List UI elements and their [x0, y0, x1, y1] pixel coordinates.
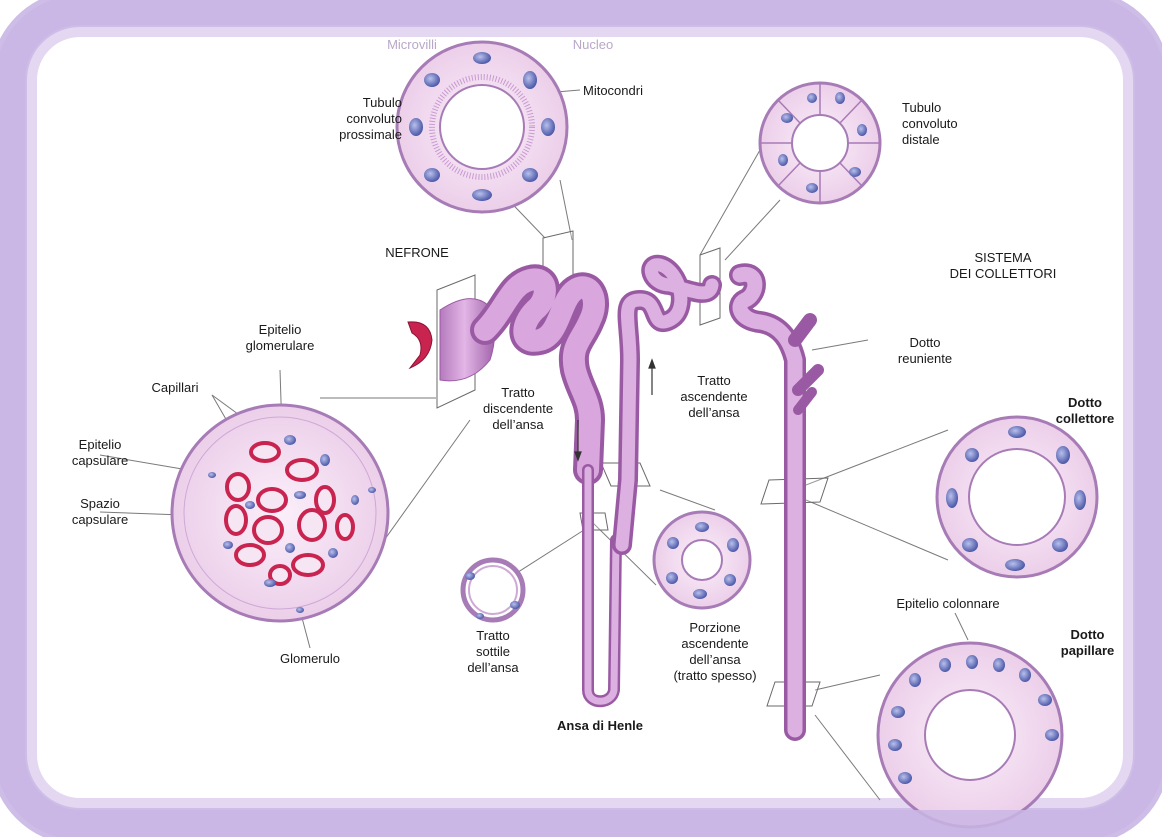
- label-ansa-henle: Ansa di Henle: [540, 718, 660, 734]
- distal-tubule-section: [760, 83, 880, 203]
- collecting-duct-section: [937, 417, 1097, 577]
- label-tubulo-distale: Tubulo convoluto distale: [902, 100, 1002, 148]
- label-porzione-ascendente: Porzione ascendente dell’ansa (tratto sp…: [660, 620, 770, 684]
- label-nucleo: Nucleo: [558, 37, 628, 53]
- label-epitelio-glomerulare: Epitelio glomerulare: [235, 322, 325, 354]
- papillary-duct-section: [878, 643, 1062, 827]
- label-sistema-collettori: SISTEMA DEI COLLETTORI: [918, 250, 1088, 282]
- thin-limb-section: [463, 560, 523, 620]
- label-tubulo-prossimale: Tubulo convoluto prossimale: [312, 95, 402, 143]
- label-dotto-papillare: Dotto papillare: [1045, 627, 1130, 659]
- label-tratto-discendente: Tratto discendente dell’ansa: [468, 385, 568, 433]
- thick-ascending-section: [654, 512, 750, 608]
- label-spazio-capsulare: Spazio capsulare: [55, 496, 145, 528]
- label-mitocondri: Mitocondri: [583, 83, 683, 99]
- label-glomerulo: Glomerulo: [265, 651, 355, 667]
- label-dotto-reuniente: Dotto reuniente: [880, 335, 970, 367]
- label-capillari: Capillari: [130, 380, 220, 396]
- label-tratto-ascendente: Tratto ascendente dell’ansa: [664, 373, 764, 421]
- label-nefrone: NEFRONE: [362, 245, 472, 261]
- label-microvilli: Microvilli: [372, 37, 452, 53]
- label-epitelio-colonnare: Epitelio colonnare: [878, 596, 1018, 612]
- label-dotto-collettore: Dotto collettore: [1040, 395, 1130, 427]
- label-epitelio-capsulare: Epitelio capsulare: [55, 437, 145, 469]
- label-tratto-sottile: Tratto sottile dell’ansa: [448, 628, 538, 676]
- glomerulus-section: [172, 405, 388, 621]
- proximal-tubule-section: [397, 42, 567, 212]
